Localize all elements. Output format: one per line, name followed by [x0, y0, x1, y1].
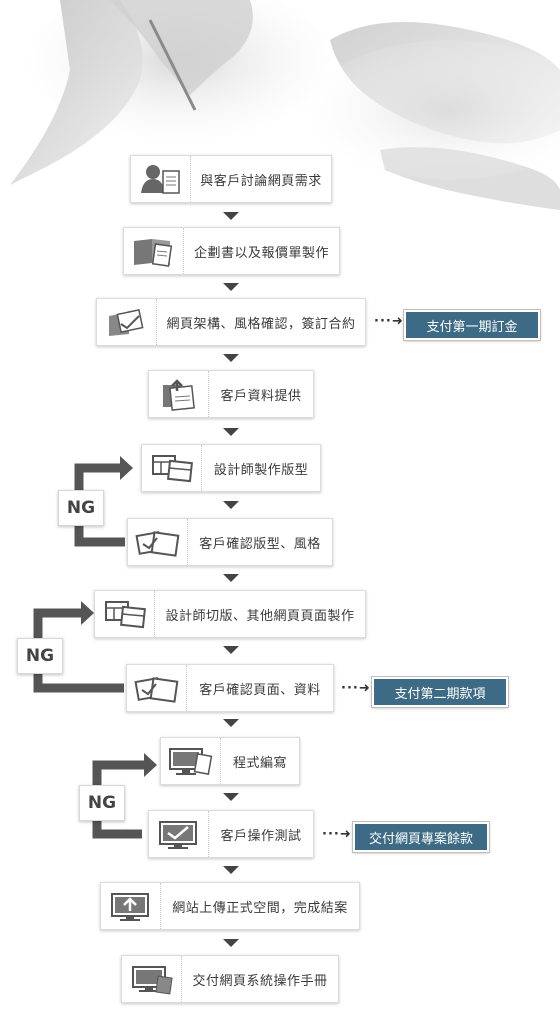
down-arrow	[223, 283, 239, 291]
layout-check-icon	[128, 519, 188, 565]
step-10: 客戶操作測試	[148, 810, 314, 858]
step-5: 設計師製作版型	[141, 444, 321, 492]
payment-badge: 支付第二期款項	[371, 676, 509, 708]
connector-dots: ···➜	[322, 827, 352, 842]
step-label: 網站上傳正式空間，完成結案	[172, 900, 348, 916]
ng-label: NG	[79, 785, 125, 821]
signed-document-icon	[97, 299, 157, 345]
step-1: 與客戶討論網頁需求	[130, 155, 332, 203]
step-12: 交付網頁系統操作手冊	[121, 955, 339, 1003]
down-arrow	[223, 646, 239, 654]
step-8: 客戶確認頁面、資料	[126, 664, 334, 712]
down-arrow	[223, 866, 239, 874]
step-label: 程式編寫	[232, 755, 287, 771]
open-book-document-icon	[124, 228, 184, 274]
step-7: 設計師切版、其他網頁頁面製作	[94, 590, 366, 638]
hand-writing-illustration	[0, 0, 560, 215]
down-arrow	[223, 428, 239, 436]
step-9: 程式編寫	[160, 737, 300, 785]
down-arrow	[223, 939, 239, 947]
step-11: 網站上傳正式空間，完成結案	[100, 882, 360, 930]
upload-documents-icon	[149, 371, 209, 417]
down-arrow	[223, 719, 239, 727]
hero-image	[0, 0, 560, 215]
ng-label: NG	[17, 638, 63, 674]
connector-dots: ···➜	[341, 681, 371, 696]
step-label: 與客戶討論網頁需求	[200, 173, 322, 189]
person-document-icon	[131, 156, 191, 202]
step-label: 交付網頁系統操作手冊	[192, 973, 328, 989]
ng-label: NG	[58, 490, 104, 526]
step-label: 客戶資料提供	[220, 388, 302, 404]
layout-frames-icon	[95, 591, 155, 637]
connector-dots: ···➜	[374, 314, 404, 329]
down-arrow	[223, 212, 239, 220]
step-label: 設計師製作版型	[213, 462, 309, 478]
layout-frames-icon	[142, 445, 202, 491]
down-arrow	[223, 354, 239, 362]
step-6: 客戶確認版型、風格	[127, 518, 333, 566]
monitor-manual-icon	[122, 956, 182, 1002]
monitor-check-icon	[149, 811, 209, 857]
step-label: 網頁架構、風格確認，簽訂合約	[166, 316, 356, 332]
down-arrow	[223, 501, 239, 509]
step-2: 企劃書以及報價單製作	[123, 227, 340, 275]
down-arrow	[223, 793, 239, 801]
step-label: 客戶操作測試	[220, 828, 302, 844]
step-label: 客戶確認頁面、資料	[199, 682, 321, 698]
monitor-upload-icon	[101, 883, 161, 929]
step-label: 設計師切版、其他網頁頁面製作	[165, 608, 355, 624]
layout-check-icon	[127, 665, 187, 711]
step-4: 客戶資料提供	[148, 370, 314, 418]
step-label: 企劃書以及報價單製作	[193, 245, 329, 261]
payment-badge: 交付網頁專案餘款	[352, 821, 490, 853]
step-label: 客戶確認版型、風格	[199, 536, 321, 552]
payment-badge: 支付第一期訂金	[403, 309, 541, 341]
step-3: 網頁架構、風格確認，簽訂合約	[96, 298, 366, 346]
monitor-document-icon	[161, 738, 221, 784]
down-arrow	[223, 574, 239, 582]
